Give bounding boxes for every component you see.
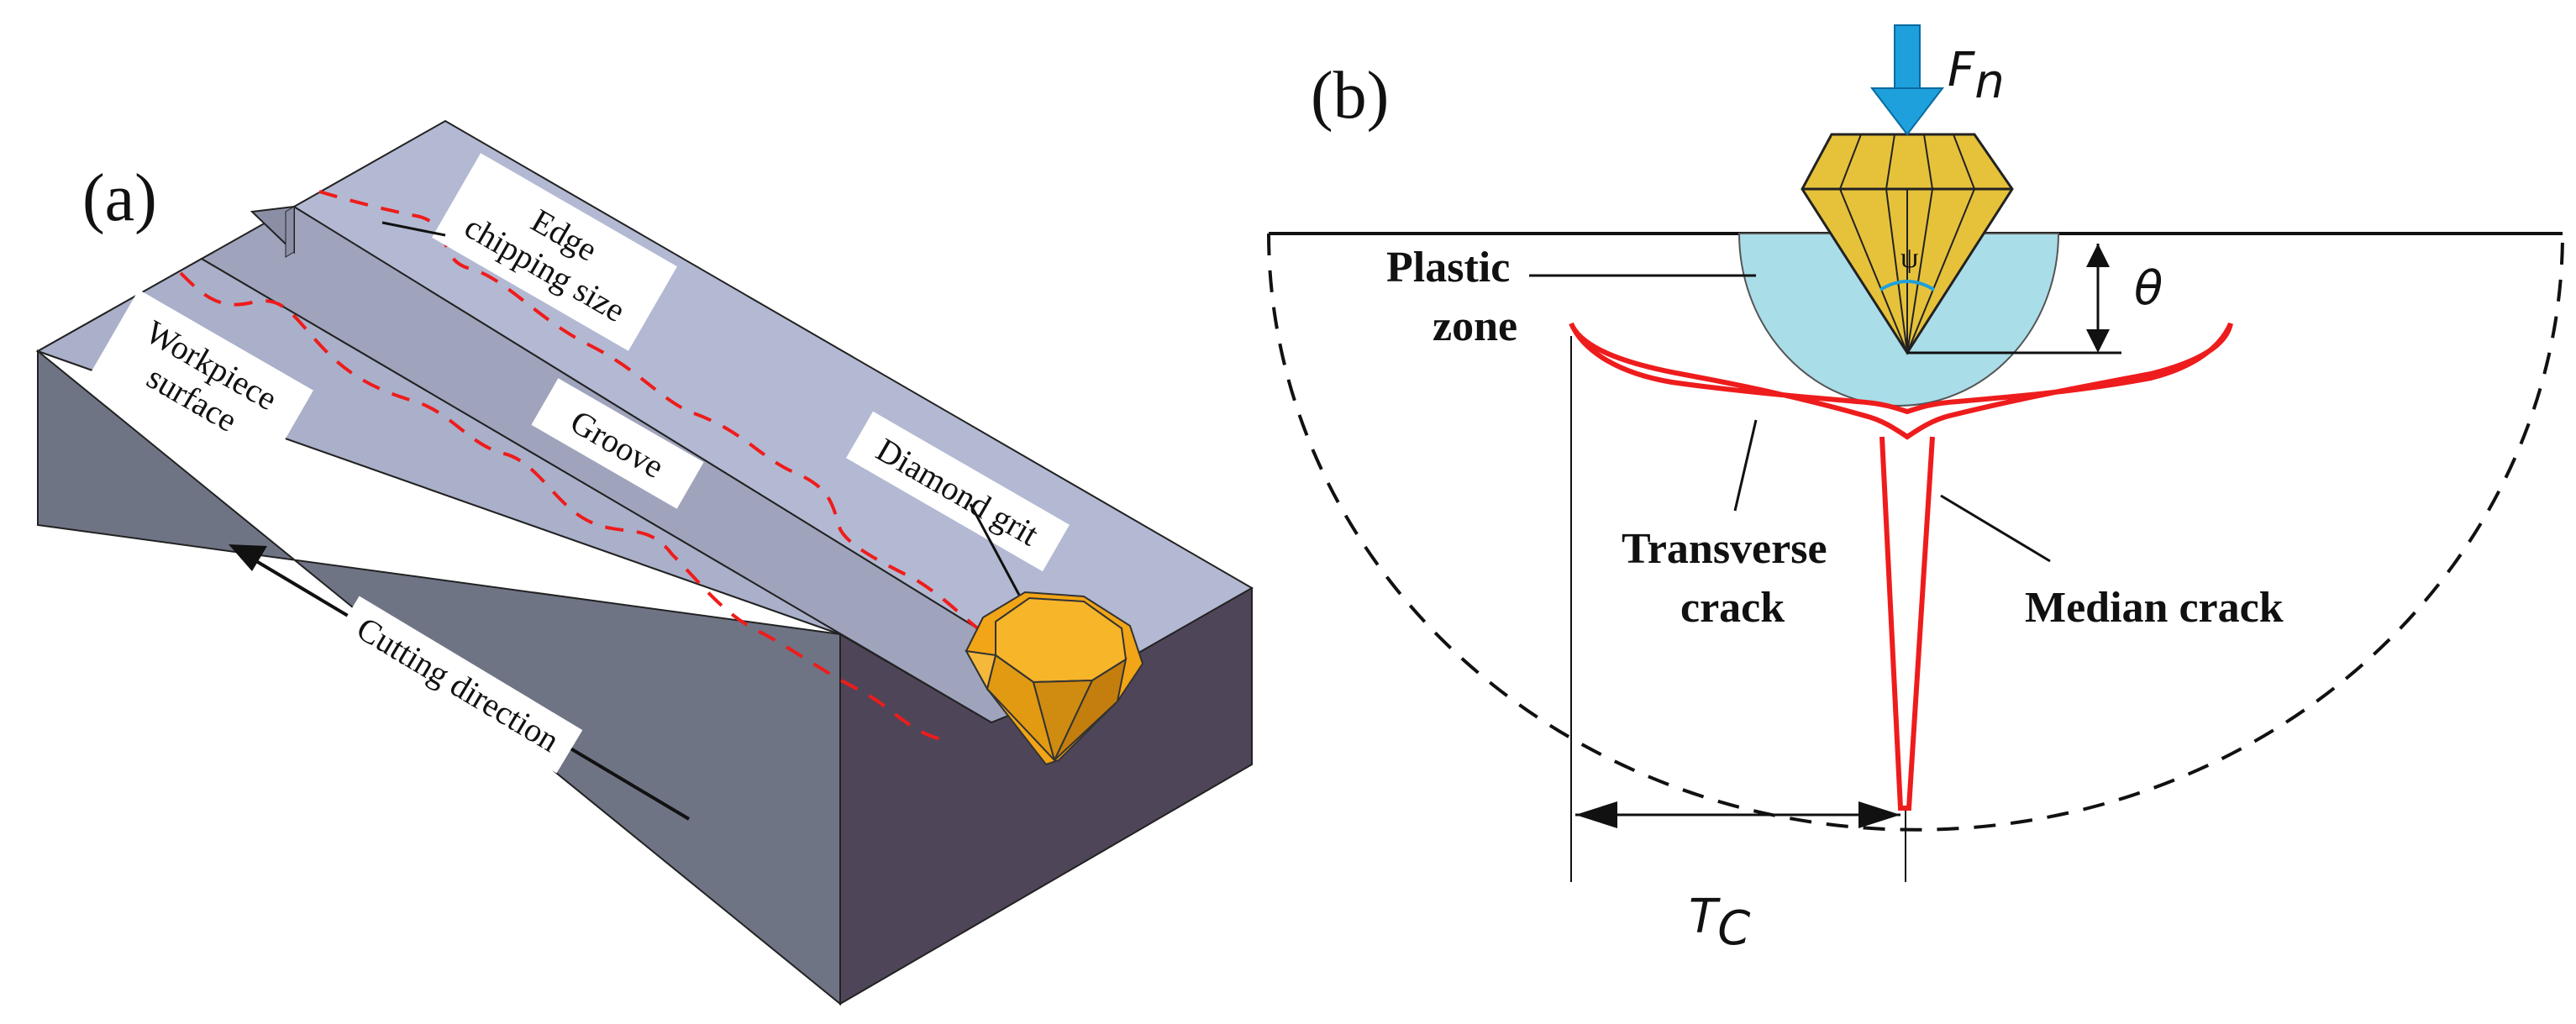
panel-b-label: (b) [1311, 59, 1389, 133]
panel-a: (a) Workpiece surface [35, 119, 1254, 1006]
force-label: Fn [1948, 43, 2005, 109]
cutting-direction-arrowhead [229, 544, 267, 571]
median-crack-label: Median crack [2025, 584, 2284, 632]
panel-b: (b) ψ [1267, 24, 2564, 956]
apex-angle-symbol: ψ [1900, 243, 1918, 274]
diamond-grit [965, 591, 1144, 766]
transverse-crack-label-line1: Transverse [1622, 525, 1827, 573]
transverse-crack [1569, 322, 2233, 440]
plastic-zone-label-line1: Plastic [1386, 244, 1510, 291]
median-crack-leader [1940, 494, 2051, 563]
theta-label: θ [2134, 261, 2163, 316]
transverse-crack-label-line2: crack [1680, 584, 1785, 632]
force-arrow [1869, 24, 1945, 136]
edge-chipping-leader [381, 221, 446, 237]
transverse-crack-leader [1733, 419, 1758, 512]
edge-chipping-line-lower [179, 271, 942, 741]
diamond-indenter: ψ [1801, 133, 2014, 355]
plastic-zone-label-line2: zone [1433, 302, 1517, 350]
apex-angle-arc [1879, 280, 1936, 291]
damage-boundary [1267, 233, 2564, 832]
panel-a-label: (a) [82, 161, 157, 235]
median-crack [1879, 436, 1935, 811]
tc-label: TC [1689, 890, 1750, 956]
